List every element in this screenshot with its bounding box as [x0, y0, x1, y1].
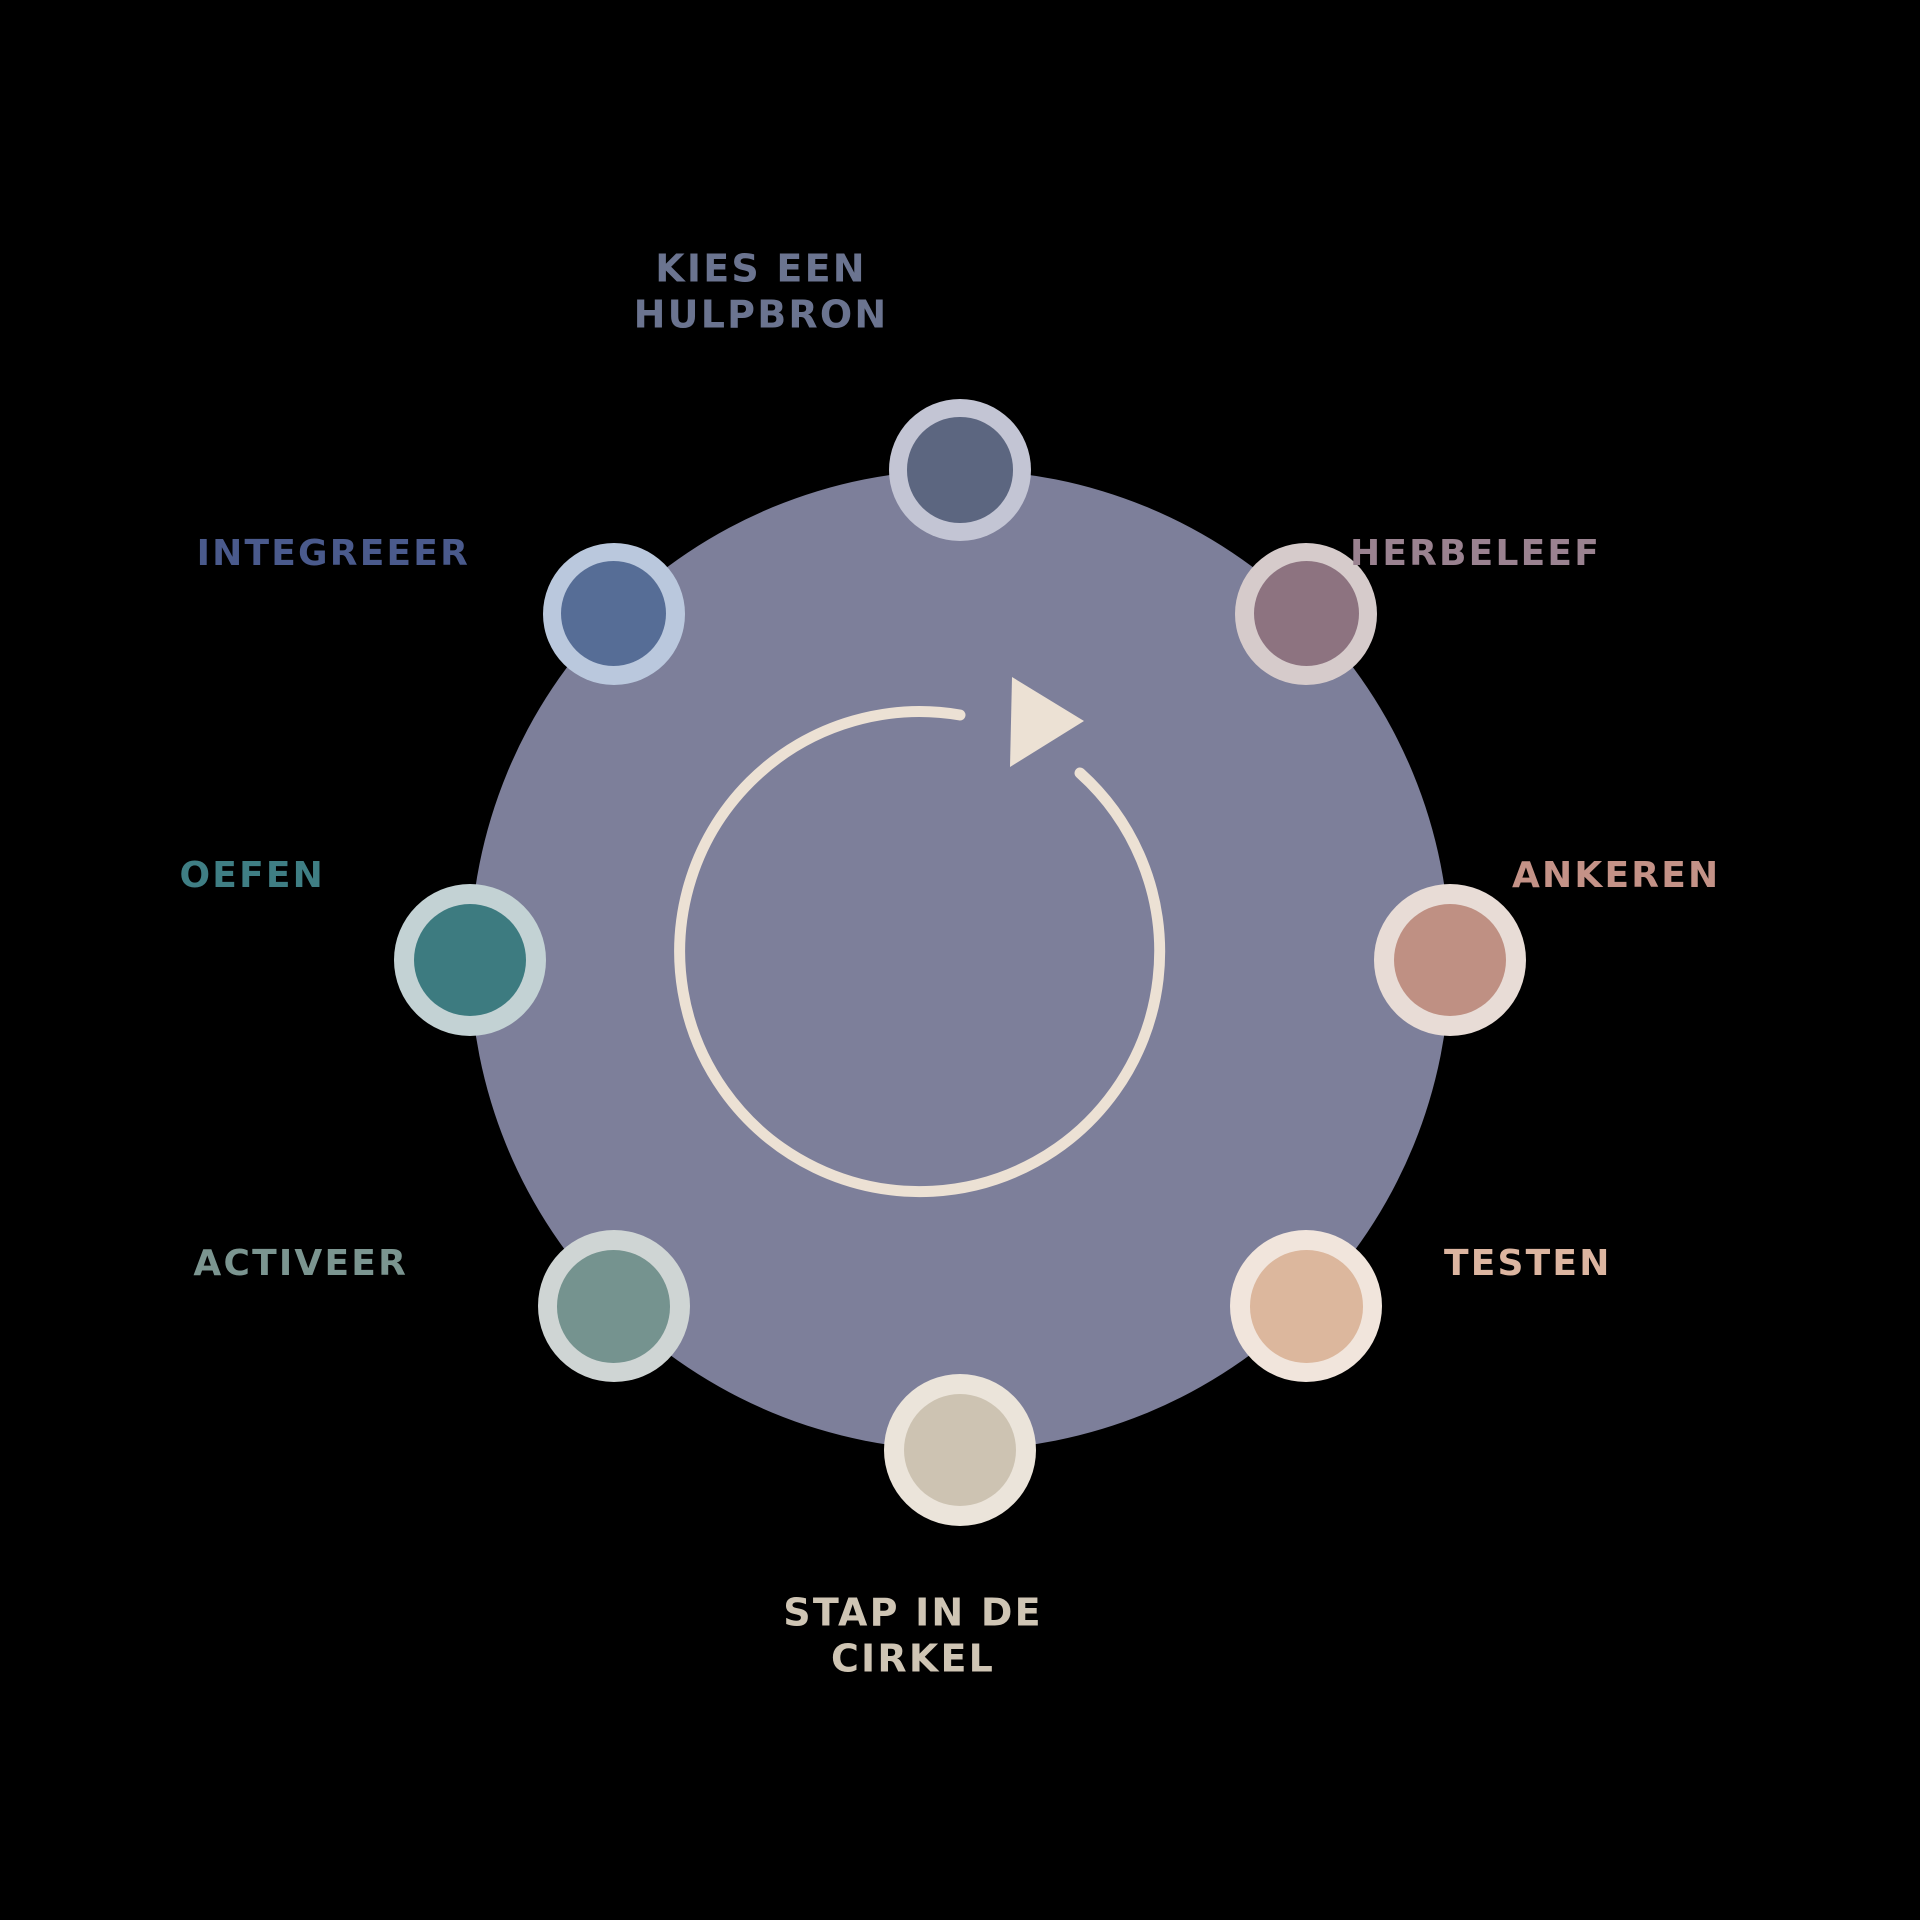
node-stap-in-de-cirkel[interactable]: [884, 1374, 1036, 1526]
node-core-activeer: [557, 1250, 670, 1363]
node-label-ankeren: ANKEREN: [1512, 855, 1721, 897]
node-label-kies-een-hulpbron: KIES EEN HULPBRON: [633, 246, 889, 337]
node-integreeer[interactable]: [542, 542, 685, 685]
node-core-integreeer: [560, 560, 667, 667]
node-label-testen: TESTEN: [1444, 1243, 1612, 1285]
node-label-herbeleef: HERBELEEF: [1350, 533, 1601, 575]
node-core-testen: [1250, 1250, 1363, 1363]
node-ankeren[interactable]: [1374, 884, 1526, 1036]
node-testen[interactable]: [1230, 1230, 1383, 1383]
node-oefen[interactable]: [394, 884, 546, 1036]
node-kies-een-hulpbron[interactable]: [889, 399, 1031, 541]
node-label-stap-in-de-cirkel: STAP IN DE CIRKEL: [783, 1590, 1043, 1681]
node-core-kies-een-hulpbron: [907, 417, 1013, 523]
node-core-ankeren: [1393, 903, 1507, 1017]
node-core-oefen: [413, 903, 527, 1017]
node-herbeleef[interactable]: [1235, 542, 1378, 685]
node-core-stap-in-de-cirkel: [903, 1393, 1017, 1507]
clockwise-cycle-arrow: [674, 675, 1240, 1235]
node-label-oefen: OEFEN: [179, 855, 325, 897]
node-core-herbeleef: [1253, 560, 1359, 667]
node-label-activeer: ACTIVEER: [193, 1243, 408, 1285]
node-label-integreeer: INTEGREEER: [196, 533, 470, 575]
node-activeer[interactable]: [537, 1230, 690, 1383]
